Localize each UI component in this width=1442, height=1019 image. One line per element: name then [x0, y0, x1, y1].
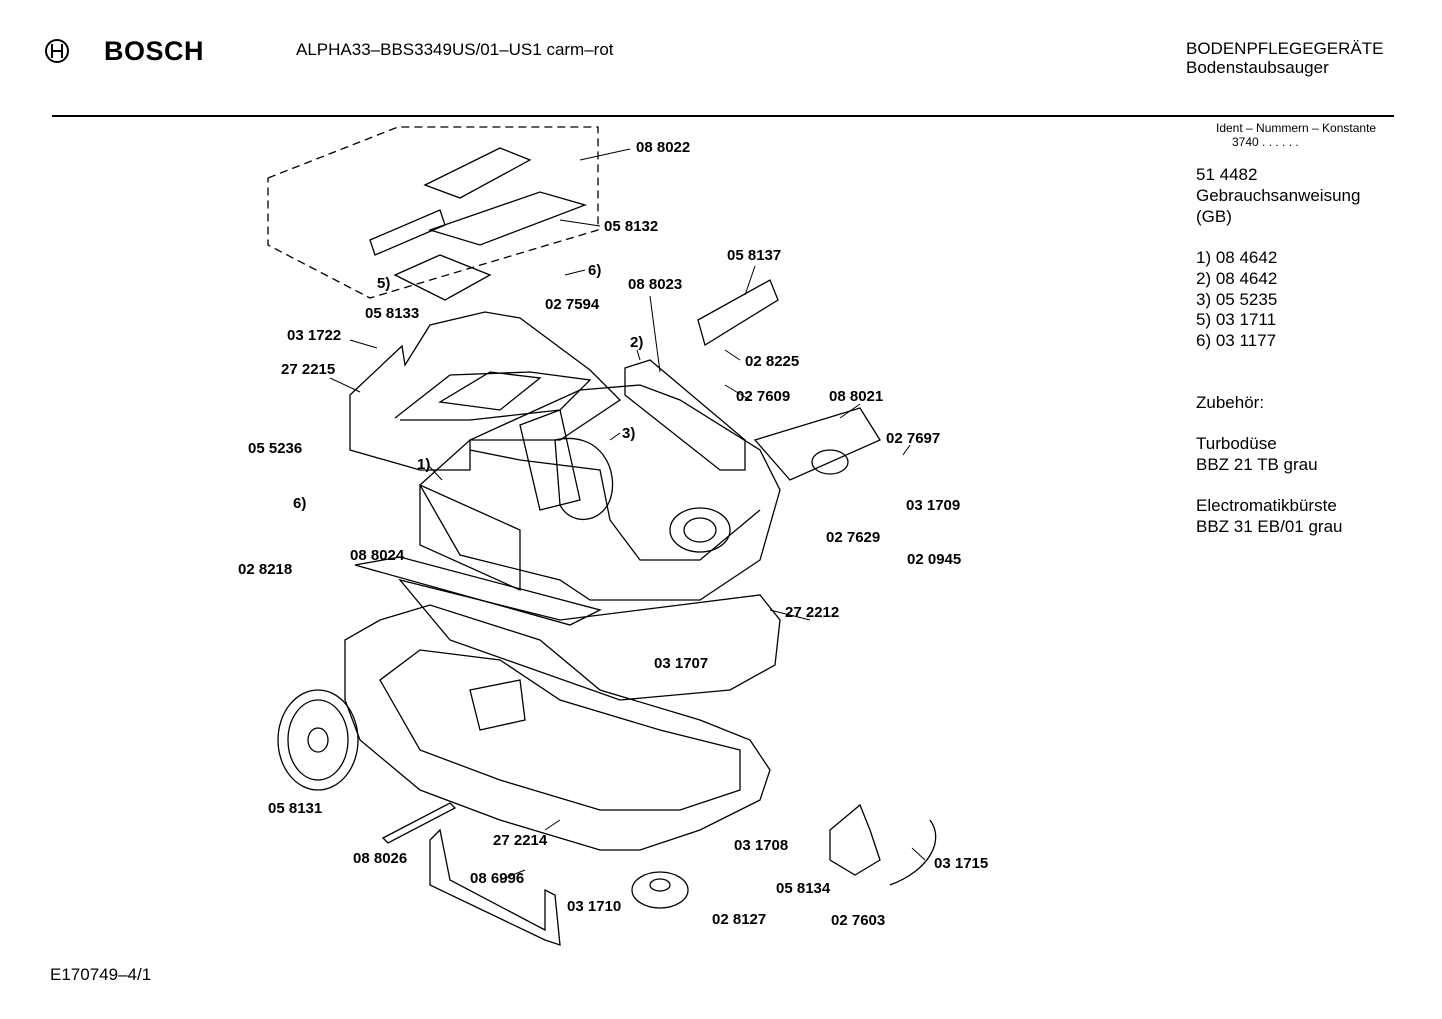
part-note: 3) 05 5235 — [1196, 290, 1278, 309]
part-label: 02 7603 — [831, 912, 886, 929]
drawing-id: E170749–4/1 — [50, 965, 152, 984]
model-title: ALPHA33–BBS3349US/01–US1 carm–rot — [296, 40, 614, 59]
switch-panel-part — [753, 407, 881, 481]
part-label: 08 6996 — [470, 870, 525, 887]
control-board-part — [697, 279, 779, 347]
lid-part — [349, 311, 622, 471]
base-housing-part — [344, 604, 771, 851]
part-label: 05 8131 — [268, 800, 323, 817]
cover-parts — [369, 147, 588, 301]
accessory-name: Electromatikbürste — [1196, 496, 1337, 515]
lower-ring-part — [398, 578, 781, 701]
part-label: 02 8218 — [238, 561, 293, 578]
part-label: 27 2215 — [281, 361, 336, 378]
part-label: 08 8021 — [829, 388, 884, 405]
manual-number: 51 4482 — [1196, 165, 1258, 184]
part-label: 02 7594 — [545, 296, 600, 313]
part-label: 02 7697 — [886, 430, 941, 447]
part-label: 02 7629 — [826, 529, 881, 546]
part-label: 05 5236 — [248, 440, 303, 457]
part-label: 05 8133 — [365, 305, 420, 322]
part-label: 6) — [588, 262, 602, 279]
category-title: BODENPFLEGEGERÄTE — [1186, 39, 1384, 58]
part-label: 05 8132 — [604, 218, 659, 235]
part-label: 6) — [293, 495, 307, 512]
part-label: 02 8225 — [745, 353, 800, 370]
leader-lines — [329, 148, 926, 881]
header-divider — [52, 115, 1394, 117]
part-label: 03 1707 — [654, 655, 709, 672]
part-label: 5) — [377, 275, 391, 292]
exploded-view-drawing — [267, 126, 937, 946]
accessory-model: BBZ 31 EB/01 grau — [1196, 517, 1343, 536]
part-label: 03 1710 — [567, 898, 622, 915]
part-label: 03 1715 — [934, 855, 989, 872]
manual-language: (GB) — [1196, 207, 1232, 226]
brand-name: BOSCH — [104, 36, 205, 66]
part-label: 05 8134 — [776, 880, 831, 897]
part-label: 05 8137 — [727, 247, 782, 264]
part-label: 08 8026 — [353, 850, 408, 867]
accessory-model: BBZ 21 TB grau — [1196, 455, 1318, 474]
part-label: 2) — [630, 334, 644, 351]
part-note: 5) 03 1711 — [1196, 310, 1277, 329]
accessories-heading: Zubehör: — [1196, 393, 1265, 412]
ident-value: 3740 . . . . . . — [1232, 135, 1299, 149]
part-label: 03 1708 — [734, 837, 789, 854]
bosch-logo-icon — [45, 39, 69, 63]
cover-group-outline — [267, 126, 599, 299]
part-label: 03 1722 — [287, 327, 342, 344]
part-label: 02 0945 — [907, 551, 962, 568]
part-label: 02 8127 — [712, 911, 767, 928]
manual-label: Gebrauchsanweisung — [1196, 186, 1361, 205]
cable-part — [889, 819, 937, 886]
part-label: 3) — [622, 425, 636, 442]
ident-heading: Ident – Nummern – Konstante — [1216, 121, 1377, 135]
part-label: 03 1709 — [906, 497, 961, 514]
filter-plate-part — [354, 556, 602, 626]
accessory-name: Turbodüse — [1196, 434, 1277, 453]
part-label: 27 2214 — [493, 832, 548, 849]
part-label: 02 7609 — [736, 388, 791, 405]
motor-part — [829, 803, 881, 876]
part-label: 27 2212 — [785, 604, 840, 621]
bar-part — [381, 802, 457, 844]
wheel-part — [277, 689, 359, 791]
rail-part — [429, 828, 561, 946]
part-label: 08 8022 — [636, 139, 691, 156]
part-note: 6) 03 1177 — [1196, 331, 1277, 350]
reel-part — [631, 871, 689, 909]
subcategory-title: Bodenstaubsauger — [1186, 58, 1329, 77]
part-label: 08 8023 — [628, 276, 683, 293]
part-note: 2) 08 4642 — [1196, 269, 1278, 288]
main-body-part — [419, 359, 781, 601]
part-label: 1) — [417, 456, 431, 473]
part-note: 1) 08 4642 — [1196, 248, 1278, 267]
part-label: 08 8024 — [350, 547, 405, 564]
